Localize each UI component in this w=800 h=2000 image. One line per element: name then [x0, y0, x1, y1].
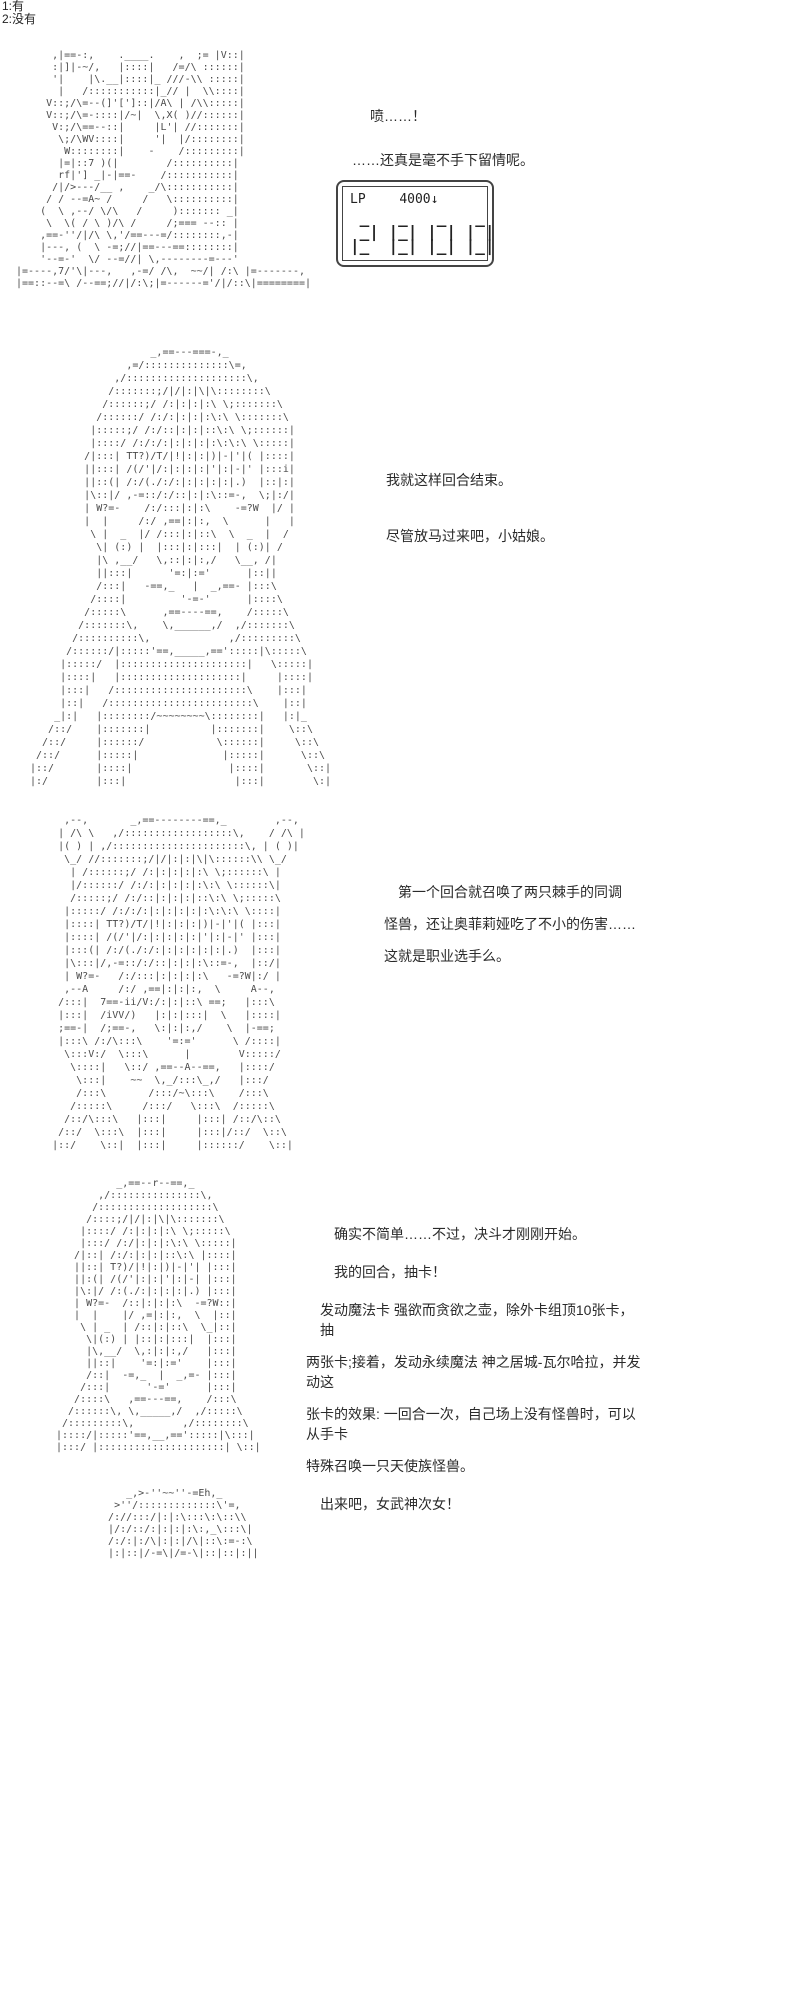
lp-digital-display: _ _ _ _ _| |_| | | | | |_ |_| |_| |_|	[350, 208, 495, 255]
poll-option-1: 1:有	[2, 0, 25, 13]
dialogue-panel-2-line-1: 我就这样回合结束。	[386, 470, 512, 502]
lp-label: LP	[350, 192, 366, 207]
dialogue-line: 特殊召唤一只天使族怪兽。	[306, 1458, 474, 1474]
lp-counter-inner: LP 4000↓ _ _ _ _ _| |_| | | | | |_ |_| |…	[342, 186, 495, 261]
dialogue-line: 我就这样回合结束。	[386, 472, 512, 488]
dialogue-panel-1-line-1: 喷……！	[370, 106, 426, 138]
ascii-art-panel-3: ,--, _,==--------==,_ ,--, | /\ \ ,/::::…	[52, 815, 305, 1151]
dialogue-line: 怪兽，还让奥菲莉娅吃了不小的伤害……	[384, 916, 636, 932]
dialogue-panel-3: 第一个回合就召唤了两只棘手的同调 怪兽，还让奥菲莉娅吃了不小的伤害…… 这就是职…	[384, 882, 636, 978]
dialogue-line: 喷……！	[370, 108, 426, 124]
dialogue-line: 尽管放马过来吧，小姑娘。	[386, 528, 554, 544]
dialogue-line: 第一个回合就召唤了两只棘手的同调	[384, 884, 622, 900]
lp-counter-header: LP 4000↓	[350, 192, 480, 207]
dialogue-line: ……还真是毫不手下留情呢。	[352, 152, 534, 168]
dialogue-panel-4: 确实不简单……不过，决斗才刚刚开始。 我的回合，抽卡！ 发动魔法卡 强欲而贪欲之…	[306, 1224, 642, 1526]
lp-counter-box: LP 4000↓ _ _ _ _ _| |_| | | | | |_ |_| |…	[336, 180, 495, 267]
ascii-art-panel-5: _,>-''~~''-=Eh,_ >''/:::::::::::::\'=, /…	[108, 1488, 259, 1559]
dialogue-line: 张卡的效果: 一回合一次，自己场上没有怪兽时，可以从手卡	[306, 1406, 636, 1442]
dialogue-line: 出来吧，女武神次女！	[320, 1496, 460, 1512]
dialogue-line: 两张卡;接着，发动永续魔法 神之居城-瓦尔哈拉，并发动这	[306, 1354, 641, 1390]
ascii-art-panel-1: ,|==-:, .____. , ;= |V::| :|]|-~/, |::::…	[16, 50, 312, 289]
dialogue-line: 确实不简单……不过，决斗才刚刚开始。	[334, 1226, 586, 1242]
dialogue-panel-1-line-2: ……还真是毫不手下留情呢。	[352, 150, 534, 182]
ascii-art-panel-4: _,==--r--==,_ ,/:::::::::::::::\, /:::::…	[56, 1178, 261, 1453]
lp-value: 4000↓	[399, 192, 439, 207]
dialogue-line: 我的回合，抽卡！	[334, 1264, 446, 1280]
dialogue-line: 发动魔法卡 强欲而贪欲之壶，除外卡组顶10张卡，抽	[320, 1302, 634, 1338]
poll-option-2: 2:没有	[2, 12, 37, 26]
poll-options: 1:有 2:没有	[2, 0, 36, 26]
dialogue-panel-2-line-2: 尽管放马过来吧，小姑娘。	[386, 526, 554, 558]
dialogue-line: 这就是职业选手么。	[384, 948, 510, 964]
ascii-art-panel-2: _,==---===-,_ ,=/::::::::::::::\=, ,/:::…	[30, 347, 332, 787]
